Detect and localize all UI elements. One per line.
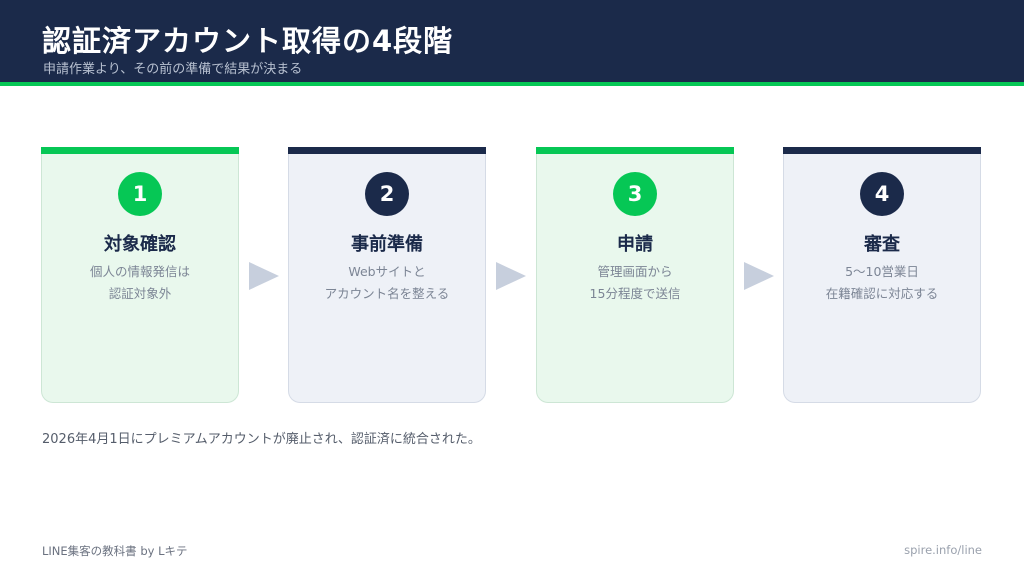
step-card-top-bar [41, 147, 239, 154]
header-accent-line [0, 82, 1024, 86]
header-bar [0, 0, 1024, 82]
step-number-badge: 3 [613, 172, 657, 216]
arrow-right-icon [744, 262, 774, 290]
step-description-line: アカウント名を整える [324, 286, 450, 301]
step-card-3: 3 申請 管理画面から 15分程度で送信 [536, 147, 734, 403]
step-number-badge: 1 [118, 172, 162, 216]
step-title: 審査 [864, 234, 900, 255]
footer-url: spire.info/line [904, 543, 982, 557]
step-title: 対象確認 [104, 234, 176, 255]
step-card-top-bar [288, 147, 486, 154]
step-card-2: 2 事前準備 Webサイトと アカウント名を整える [288, 147, 486, 403]
step-title: 申請 [617, 234, 653, 255]
footnote: 2026年4月1日にプレミアムアカウントが廃止され、認証済に統合された。 [42, 432, 481, 447]
step-description-line: Webサイトと [348, 264, 426, 279]
page-title: 認証済アカウント取得の4段階 [42, 24, 454, 58]
step-description-line: 個人の情報発信は [89, 264, 190, 279]
step-description-line: 管理画面から [597, 264, 673, 279]
step-description: 管理画面から 15分程度で送信 [537, 261, 733, 305]
step-card-1: 1 対象確認 個人の情報発信は 認証対象外 [41, 147, 239, 403]
step-description: Webサイトと アカウント名を整える [289, 261, 485, 305]
page-subtitle: 申請作業より、その前の準備で結果が決まる [43, 62, 303, 77]
step-description: 5〜10営業日 在籍確認に対応する [784, 261, 980, 305]
footer-credit: LINE集客の教科書 by Lキテ [42, 544, 188, 558]
step-card-top-bar [783, 147, 981, 154]
step-number-badge: 4 [860, 172, 904, 216]
step-description-line: 認証対象外 [108, 286, 172, 301]
step-description: 個人の情報発信は 認証対象外 [42, 261, 238, 305]
arrow-right-icon [496, 262, 526, 290]
step-number-badge: 2 [365, 172, 409, 216]
step-description-line: 5〜10営業日 [845, 264, 919, 279]
step-card-4: 4 審査 5〜10営業日 在籍確認に対応する [783, 147, 981, 403]
step-description-line: 15分程度で送信 [589, 286, 681, 301]
step-title: 事前準備 [351, 234, 423, 255]
step-card-top-bar [536, 147, 734, 154]
arrow-right-icon [249, 262, 279, 290]
step-description-line: 在籍確認に対応する [825, 286, 939, 301]
